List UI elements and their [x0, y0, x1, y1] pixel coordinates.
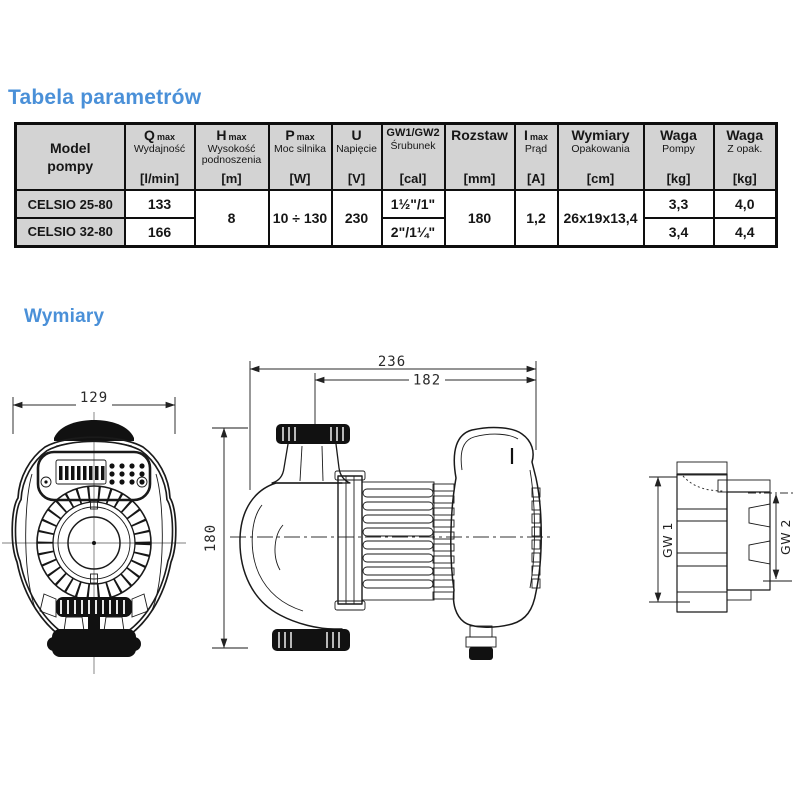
fitting-hatch-step: [717, 479, 771, 493]
fitting-body-small: [726, 491, 771, 591]
col-header-wymiary: Wymiary Opakowania [cm]: [556, 122, 645, 191]
cell-waga-pompy: 3,4: [642, 217, 715, 247]
union-fitting-drawing: GW 1 GW 2: [649, 461, 795, 613]
cell-wymiary: 26x19x13,4: [556, 189, 645, 247]
cell-gw: 2"/1¼": [380, 217, 446, 247]
section-title-dimensions: Wymiary: [24, 306, 105, 327]
cell-waga-opak: 4,4: [712, 217, 778, 247]
col-header-gw: GW1/GW2 Śrubunek [cal]: [380, 122, 446, 191]
dimension-drawings: 129: [2, 354, 795, 674]
front-view-drawing: 129: [2, 390, 186, 674]
pump-top-cap: [54, 420, 134, 441]
motor-flange: [337, 475, 363, 605]
col-header-waga-opak: Waga Z opak. [kg]: [712, 122, 778, 191]
col-header-model-line1: Model: [50, 139, 91, 156]
union-nut-top: [276, 424, 350, 444]
cell-rozstaw: 180: [443, 189, 516, 247]
panel-screw-right: [136, 476, 148, 488]
cell-hmax: 8: [193, 189, 270, 247]
cell-model: CELSIO 25-80: [14, 189, 126, 219]
terminal-teeth: [531, 487, 541, 589]
panel-screw-left: [40, 476, 52, 488]
page-title: Tabela parametrów: [8, 86, 202, 109]
side-view-drawing: 236 182: [230, 354, 552, 660]
pump-bore: [67, 516, 121, 570]
dim-label-182: 182: [413, 373, 441, 389]
cell-waga-opak: 4,0: [712, 189, 778, 219]
dim-label-gw1: GW 1: [660, 522, 675, 558]
col-header-model-line2: pompy: [47, 158, 94, 174]
dim-label-gw2: GW 2: [778, 519, 793, 555]
dim-label-236: 236: [378, 354, 406, 370]
cell-imax: 1,2: [513, 189, 559, 247]
cell-gw: 1½"/1": [380, 189, 446, 219]
col-header-voltage: U Napięcie [V]: [330, 122, 383, 191]
dim-port-span: 180: [203, 427, 248, 649]
cell-pmax: 10 ÷ 130: [267, 189, 333, 247]
cell-waga-pompy: 3,3: [642, 189, 715, 219]
control-box: [450, 426, 542, 628]
motor-fins: [361, 481, 435, 601]
fitting-body-large: [676, 473, 728, 613]
terminal-block: [59, 466, 105, 480]
col-header-model: Model pompy: [14, 122, 126, 191]
cell-qmax: 133: [123, 189, 196, 219]
cell-model: CELSIO 32-80: [14, 217, 126, 247]
connector-pins: [109, 463, 145, 485]
cooling-comb: [432, 483, 455, 600]
pump-volute: [239, 482, 343, 630]
col-header-waga-pompy: Waga Pompy [kg]: [642, 122, 715, 191]
cable-gland: [465, 625, 497, 660]
dim-label-front-width: 129: [80, 390, 108, 406]
dim-label-180: 180: [203, 524, 219, 552]
cell-voltage: 230: [330, 189, 383, 247]
table-row: CELSIO 32-80 166 2"/1¼" 3,4 4,4: [14, 217, 778, 247]
table-row: CELSIO 25-80 133 8 10 ÷ 130 230 1½"/1" 1…: [14, 189, 778, 247]
cell-qmax: 166: [123, 217, 196, 247]
fitting-hatch-top: [676, 461, 728, 476]
col-header-rozstaw: Rozstaw [mm]: [443, 122, 516, 191]
